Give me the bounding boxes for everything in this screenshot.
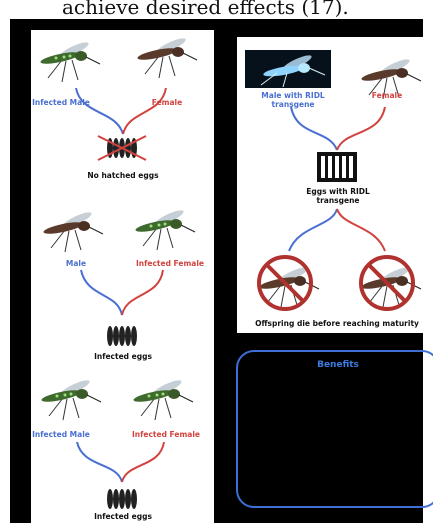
row3-male-label: Infected Male [25,430,97,439]
row2-female-label: Infected Female [127,259,213,268]
infected-male-mosquito-icon [41,378,101,420]
benefits-title: Benefits [238,360,433,370]
female-arrow [122,270,163,315]
female-arrow [122,442,164,482]
male-arrow [77,442,122,482]
offspring-male-arrow [289,209,337,251]
ridl-diagram [237,37,433,333]
ridl-eggs-icon [317,152,357,182]
female-arrow [337,107,385,150]
male-arrow [291,107,337,150]
ridl-male-label: Male with RIDL transgene [255,91,331,109]
female-arrow [123,88,166,134]
infected-eggs-icon [107,489,137,509]
figure-caption: achieve desired effects (17). [62,0,349,19]
infected-female-mosquito-icon [135,208,195,250]
ridl-result-label: Offspring die before reaching maturity [237,319,433,328]
prohibited-female-offspring-icon [361,257,421,309]
wolbachia-panel: Infected Male Female No hatched eggs Mal… [31,30,214,523]
row3-result-label: Infected eggs [81,512,165,521]
infected-eggs-icon [107,326,137,346]
row3-female-label: Infected Female [121,430,211,439]
ridl-eggs-label: Eggs with RIDL transgene [303,187,373,205]
ridl-panel: Male with RIDL transgene Female Eggs wit… [237,37,433,333]
ridl-female-label: Female [362,91,412,100]
row2-result-label: Infected eggs [81,352,165,361]
row2-male-label: Male [51,259,101,268]
row1-female-label: Female [137,98,197,107]
infected-female-mosquito-icon [133,378,193,420]
female-mosquito-icon [137,36,197,78]
row1-male-label: Infected Male [27,98,95,107]
figure-background: Infected Male Female No hatched eggs Mal… [10,19,423,523]
benefits-box: Benefits [236,350,433,508]
male-mosquito-icon [43,210,103,252]
row1-result-label: No hatched eggs [71,171,175,180]
offspring-female-arrow [337,209,385,251]
male-arrow [76,88,123,134]
male-arrow [81,270,122,315]
prohibited-male-offspring-icon [259,257,319,309]
infected-male-mosquito-icon [40,40,100,82]
